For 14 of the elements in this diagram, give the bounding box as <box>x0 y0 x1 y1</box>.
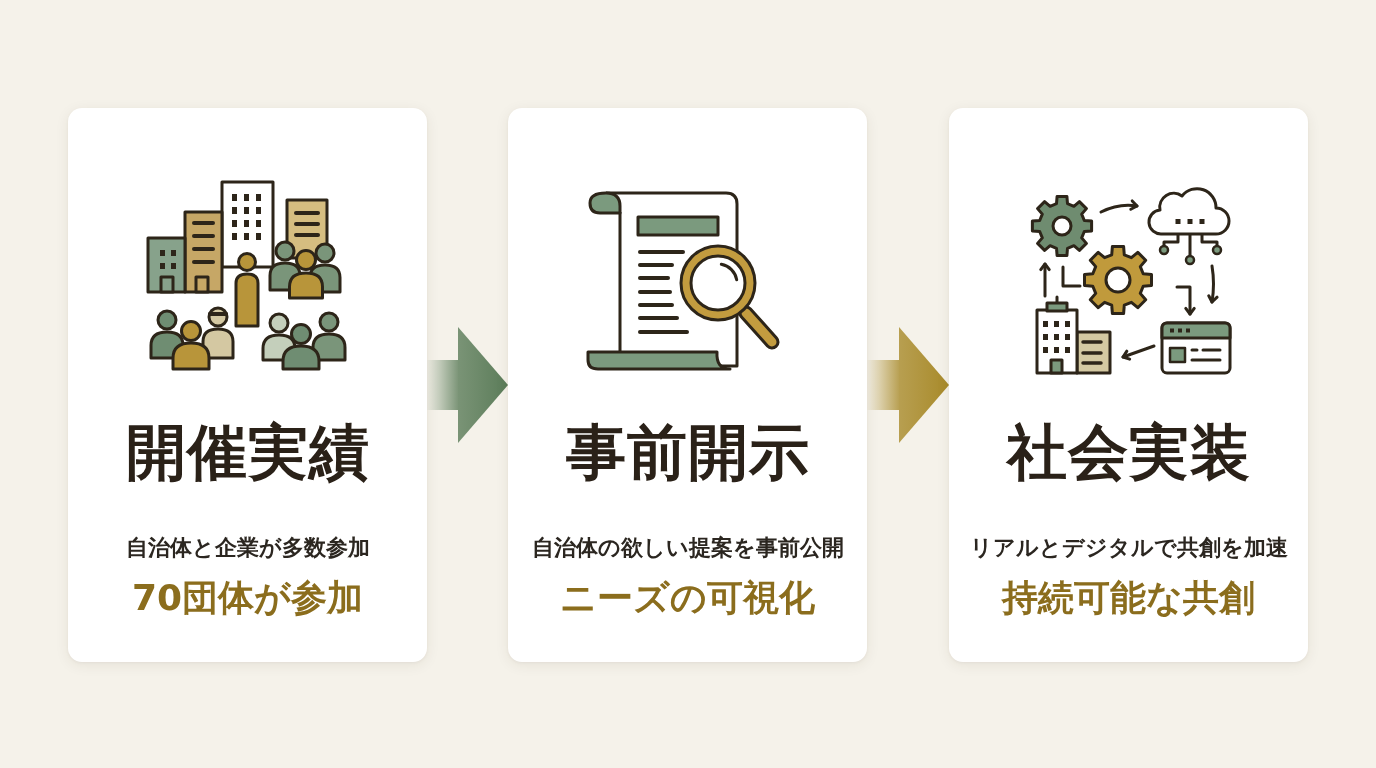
step-card <box>508 108 867 662</box>
card-description: リアルとデジタルで共創を加速 <box>969 534 1288 562</box>
card-description: 自治体の欲しい提案を事前公開 <box>531 534 844 562</box>
card-description: 自治体と企業が多数参加 <box>125 534 370 562</box>
card-highlight: ニーズの可視化 <box>560 576 815 620</box>
card-title: 開催実績 <box>125 417 370 487</box>
card-title: 社会実装 <box>1006 417 1251 487</box>
arrow <box>867 327 949 443</box>
card-highlight: 70団体が参加 <box>131 576 364 620</box>
card-highlight: 持続可能な共創 <box>1002 576 1255 620</box>
card-title: 事前開示 <box>565 417 810 487</box>
step-card <box>68 108 427 662</box>
arrow <box>427 327 508 443</box>
step-card <box>949 108 1308 662</box>
